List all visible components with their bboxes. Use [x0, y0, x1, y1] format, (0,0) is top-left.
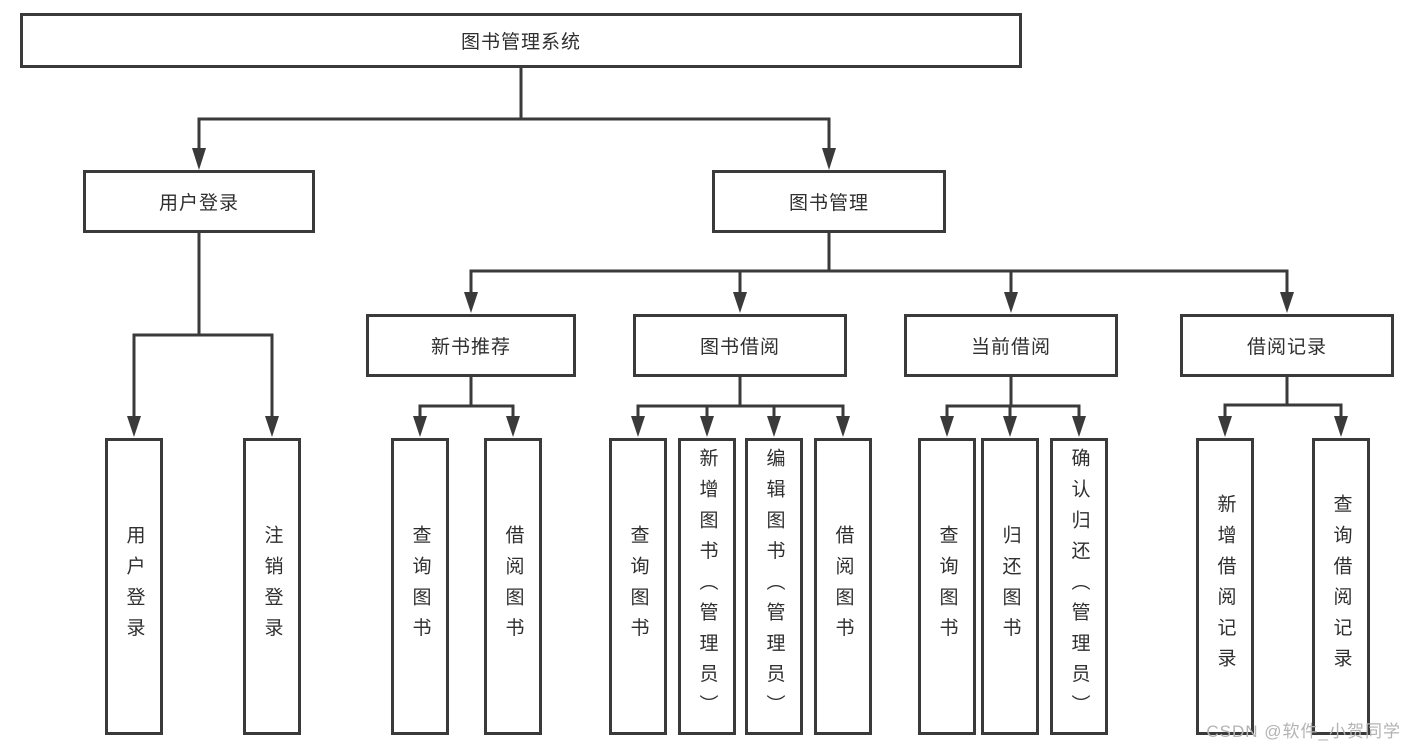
leaf-edit-book-admin-label: 编辑图书（管理员） — [763, 447, 785, 726]
leaf-confirm-return-admin-label: 确认归还（管理员） — [1068, 447, 1090, 726]
leaf-query-book-borrow: 查询图书 — [609, 438, 667, 735]
node-book-borrow: 图书借阅 — [633, 314, 847, 377]
node-borrow-record: 借阅记录 — [1180, 314, 1394, 377]
leaf-logout-label: 注销登录 — [261, 524, 283, 649]
leaf-query-borrow-record: 查询借阅记录 — [1312, 438, 1370, 735]
node-book-management: 图书管理 — [712, 170, 946, 233]
node-borrow-record-label: 借阅记录 — [1246, 337, 1327, 358]
node-user-login: 用户登录 — [83, 170, 315, 233]
node-book-borrow-label: 图书借阅 — [699, 337, 780, 358]
leaf-query-book-current-label: 查询图书 — [936, 524, 958, 649]
leaf-add-book-admin-label: 新增图书（管理员） — [696, 447, 718, 726]
leaf-user-login: 用户登录 — [105, 438, 163, 735]
leaf-query-book-recommend: 查询图书 — [391, 438, 449, 735]
leaf-add-book-admin: 新增图书（管理员） — [678, 438, 736, 735]
node-root-label: 图书管理系统 — [460, 32, 581, 53]
node-book-management-label: 图书管理 — [788, 193, 869, 214]
leaf-add-borrow-record-label: 新增借阅记录 — [1214, 494, 1236, 679]
leaf-edit-book-admin: 编辑图书（管理员） — [745, 438, 803, 735]
leaf-borrow-book-label: 借阅图书 — [832, 524, 854, 649]
leaf-user-login-label: 用户登录 — [123, 524, 145, 649]
leaf-query-book-recommend-label: 查询图书 — [409, 524, 431, 649]
leaf-query-borrow-record-label: 查询借阅记录 — [1330, 494, 1352, 679]
node-root: 图书管理系统 — [20, 13, 1022, 68]
leaf-query-book-borrow-label: 查询图书 — [627, 524, 649, 649]
leaf-borrow-book: 借阅图书 — [814, 438, 872, 735]
watermark: CSDN @软件_小贺同学 — [1206, 722, 1401, 741]
leaf-borrow-book-recommend-label: 借阅图书 — [502, 524, 524, 649]
node-user-login-label: 用户登录 — [158, 193, 239, 214]
node-current-borrow: 当前借阅 — [904, 314, 1118, 377]
leaf-return-book-label: 归还图书 — [999, 524, 1021, 649]
leaf-return-book: 归还图书 — [981, 438, 1039, 735]
leaf-logout: 注销登录 — [243, 438, 301, 735]
leaf-confirm-return-admin: 确认归还（管理员） — [1050, 438, 1108, 735]
leaf-borrow-book-recommend: 借阅图书 — [484, 438, 542, 735]
node-new-book-recommend: 新书推荐 — [366, 314, 576, 377]
node-new-book-recommend-label: 新书推荐 — [430, 337, 511, 358]
leaf-query-book-current: 查询图书 — [918, 438, 976, 735]
node-current-borrow-label: 当前借阅 — [970, 337, 1051, 358]
leaf-add-borrow-record: 新增借阅记录 — [1196, 438, 1254, 735]
